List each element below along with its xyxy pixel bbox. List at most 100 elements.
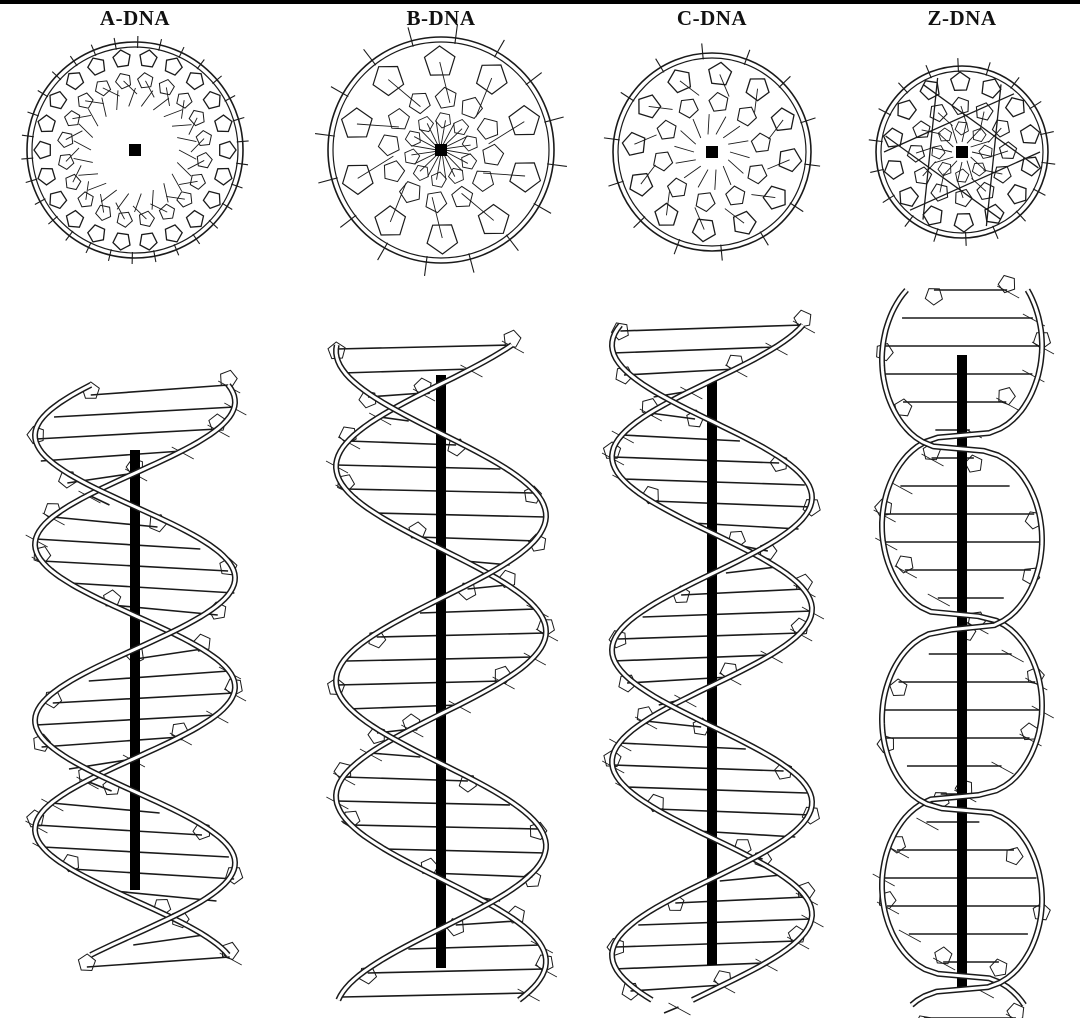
base-pair-line xyxy=(163,183,169,203)
sugar-ring xyxy=(136,72,154,89)
phosphate-tick xyxy=(673,239,681,255)
base-pair-rung xyxy=(336,344,512,350)
sugar-ring xyxy=(453,118,470,136)
base-pair-line xyxy=(440,120,446,147)
backbone-ribbon-highlight xyxy=(334,344,548,1001)
base-pair-line xyxy=(411,150,438,156)
base-pair-line xyxy=(729,151,750,159)
base-line xyxy=(165,87,170,106)
sugar-ring xyxy=(26,425,44,445)
sugar-ring xyxy=(202,90,221,110)
sugar-ring xyxy=(374,205,407,236)
backbone-ribbon-highlight xyxy=(880,289,1044,1006)
base-pair-rung xyxy=(51,802,160,814)
sugar-ring xyxy=(185,209,205,228)
phosphate-tick xyxy=(51,71,62,81)
base-line xyxy=(439,61,451,103)
base-pair-line xyxy=(88,108,99,127)
sugar-ring xyxy=(377,134,400,157)
phosphate-tick xyxy=(1029,100,1042,110)
base-pair-rung xyxy=(342,992,528,998)
sugar-ring xyxy=(472,170,495,193)
phosphate-tick xyxy=(107,249,112,262)
base-pair-line xyxy=(171,124,192,127)
phosphate-tick xyxy=(1005,1013,1015,1018)
base-line xyxy=(921,129,941,135)
phosphate-tick xyxy=(27,111,40,117)
base-pair-line xyxy=(128,87,136,107)
phosphate-tick xyxy=(158,38,163,51)
sugar-ring xyxy=(208,413,227,431)
base-pair-line xyxy=(715,116,727,135)
backbone-chord xyxy=(922,83,1039,169)
base-line xyxy=(357,155,394,179)
sugar-ring xyxy=(33,140,51,160)
phosphate-tick xyxy=(904,215,914,227)
backbone-chord xyxy=(909,151,1041,211)
sugar-ring xyxy=(37,114,56,133)
phosphate-tick xyxy=(633,216,646,229)
base-line xyxy=(188,117,198,135)
base-pair-rung xyxy=(41,736,180,748)
sugar-ring xyxy=(383,160,406,183)
sugar-ring xyxy=(951,96,969,116)
phosphate-tick xyxy=(232,116,245,122)
phosphate-tick xyxy=(800,117,816,124)
base-line xyxy=(190,138,205,153)
sugar-ring xyxy=(919,80,940,101)
phosphate-tick xyxy=(113,37,117,50)
c-dna-side-view xyxy=(601,309,825,1016)
base-pair-line xyxy=(697,169,709,188)
sugar-ring xyxy=(340,107,373,138)
base-line xyxy=(102,87,120,97)
sugar-ring xyxy=(476,117,499,140)
sugar-ring xyxy=(906,145,926,163)
sugar-ring xyxy=(1006,183,1027,205)
phosphate-tick xyxy=(547,163,567,168)
base-pair-rung xyxy=(429,872,533,878)
phosphate-tick xyxy=(363,48,377,66)
sugar-ring xyxy=(358,390,377,409)
base-pair-rung xyxy=(335,680,503,686)
sugar-ring xyxy=(475,64,508,95)
base-pair-rung xyxy=(342,368,471,374)
sugar-ring xyxy=(225,867,244,885)
phosphate-tick xyxy=(423,256,428,276)
base-line xyxy=(767,159,790,170)
sugar-ring xyxy=(461,153,478,170)
phosphate-tick xyxy=(655,58,665,73)
base-pair-line xyxy=(78,123,94,138)
sugar-ring xyxy=(629,172,654,197)
base-line xyxy=(983,169,1003,175)
sugar-ring xyxy=(656,119,677,140)
base-line xyxy=(937,112,953,127)
sugar-ring xyxy=(220,369,238,388)
sugar-ring xyxy=(138,210,156,227)
sugar-ring xyxy=(971,162,987,177)
phosphate-tick xyxy=(789,202,804,213)
sugar-ring xyxy=(937,127,953,142)
base-line xyxy=(389,182,407,223)
label-a-dna: A-DNA xyxy=(99,6,171,30)
base-line xyxy=(461,193,495,221)
base-pair-line xyxy=(707,114,710,135)
phosphate-tick xyxy=(992,225,999,240)
base-pair-line xyxy=(961,122,967,143)
base-line xyxy=(694,207,705,230)
phosphate-tick xyxy=(493,39,505,58)
base-line xyxy=(65,147,80,162)
sugar-ring xyxy=(695,192,716,213)
sugar-ring xyxy=(528,533,547,552)
phosphate-tick xyxy=(620,91,635,102)
sugar-ring xyxy=(953,213,975,233)
sugar-ring xyxy=(621,131,646,156)
phosphate-tick xyxy=(996,397,1019,411)
backbone-ribbon-highlight xyxy=(610,324,814,1002)
base-line xyxy=(987,127,1002,143)
sugar-ring xyxy=(158,203,176,220)
base-pair-line xyxy=(73,157,93,163)
phosphate-tick xyxy=(468,253,475,273)
base-line xyxy=(72,115,91,120)
sugar-ring xyxy=(708,61,733,86)
base-line xyxy=(431,197,443,239)
